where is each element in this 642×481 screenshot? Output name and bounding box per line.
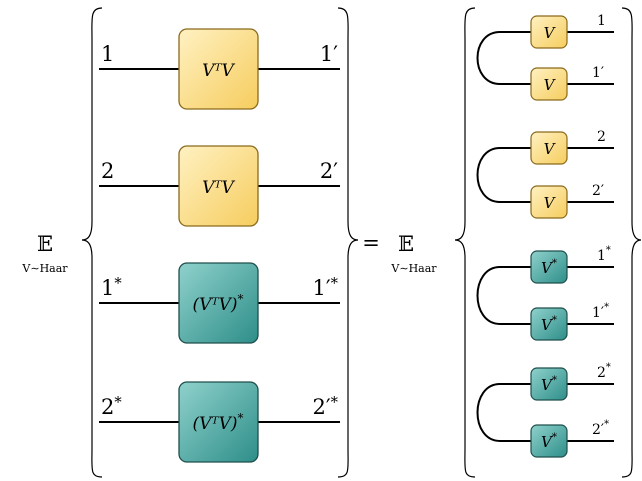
top-output-label: 1 <box>597 13 606 29</box>
wire-input-label: 1* <box>101 275 122 300</box>
top-matrix-box-label: V <box>544 140 557 158</box>
bottom-matrix-box <box>530 424 568 458</box>
right-pair-3: V* V* 1* 1′* <box>476 245 614 341</box>
right-group-close-brace <box>621 7 642 478</box>
bottom-matrix-box <box>530 307 568 341</box>
left-row-2: 2 2′ VᵀV <box>99 145 340 227</box>
left-group-close-brace <box>337 7 359 478</box>
top-matrix-box <box>530 15 568 49</box>
wire-output-label: 2′ <box>320 159 338 183</box>
wire-output-label: 1′ <box>320 42 338 66</box>
wire-output-label: 1′* <box>313 275 339 300</box>
expectation-symbol-left: 𝔼 <box>37 232 53 256</box>
bottom-matrix-box <box>530 67 568 101</box>
contraction-wire <box>476 383 532 442</box>
right-pair-2: V V 2 2′ <box>476 129 614 219</box>
matrix-box-label: (VᵀV)* <box>193 411 244 434</box>
bottom-output-label: 1′* <box>592 302 609 321</box>
contraction-wire <box>476 31 532 85</box>
equals-sign: = <box>362 231 380 255</box>
right-group-open-brace <box>454 7 476 478</box>
matrix-box-label: VᵀV <box>202 61 235 81</box>
bottom-matrix-box <box>530 185 568 219</box>
matrix-box-label: VᵀV <box>202 178 235 198</box>
left-row-4: 2* 2′* (VᵀV)* <box>99 381 340 463</box>
left-row-1: 1 1′ VᵀV <box>99 28 340 110</box>
top-output-label: 2 <box>597 129 606 145</box>
expectation-subscript-left: V∼Haar <box>21 262 68 275</box>
bottom-matrix-box-label: V* <box>541 431 558 451</box>
bottom-output-label: 2′ <box>592 183 604 199</box>
top-matrix-box-label: V* <box>541 257 558 277</box>
left-group-open-brace <box>81 7 103 478</box>
top-matrix-box-label: V* <box>541 374 558 394</box>
top-output-label: 2* <box>597 362 611 381</box>
contraction-wire <box>476 266 532 325</box>
wire-input-label: 2 <box>101 159 114 183</box>
bottom-matrix-box-label: V <box>544 194 557 212</box>
wire-input-label: 2* <box>101 394 122 419</box>
expectation-subscript-right: V∼Haar <box>390 262 437 275</box>
top-output-label: 1* <box>597 245 611 264</box>
right-pair-1: V V 1 1′ <box>476 13 614 101</box>
contraction-wire <box>476 147 532 203</box>
bottom-output-label: 2′* <box>592 419 609 438</box>
top-matrix-box-label: V <box>544 24 557 42</box>
right-expectation: = 𝔼 V∼Haar <box>362 231 437 275</box>
right-pair-4: V* V* 2* 2′* <box>476 362 614 458</box>
bottom-matrix-box-label: V* <box>541 314 558 334</box>
matrix-box-label: (VᵀV)* <box>193 292 244 315</box>
top-matrix-box <box>530 131 568 165</box>
top-matrix-box <box>530 250 568 284</box>
expectation-symbol-right: 𝔼 <box>398 232 414 256</box>
top-matrix-box <box>530 367 568 401</box>
left-expectation: 𝔼 V∼Haar <box>21 232 68 275</box>
matrix-box <box>178 145 259 227</box>
wire-output-label: 2′* <box>313 394 339 419</box>
bottom-matrix-box-label: V <box>544 76 557 94</box>
matrix-box <box>178 262 259 344</box>
wire-input-label: 1 <box>101 42 114 66</box>
left-group: 1 1′ VᵀV 2 2′ VᵀV 1* 1′* (VᵀV)* 2* 2′* (VᵀV)* <box>99 28 340 463</box>
left-row-3: 1* 1′* (VᵀV)* <box>99 262 340 344</box>
matrix-box <box>178 381 259 463</box>
matrix-box <box>178 28 259 110</box>
bottom-output-label: 1′ <box>592 65 604 81</box>
right-group: V V 1 1′ V V 2 2′ V* V* 1* 1′* V* V* 2* 2′* <box>476 13 614 458</box>
